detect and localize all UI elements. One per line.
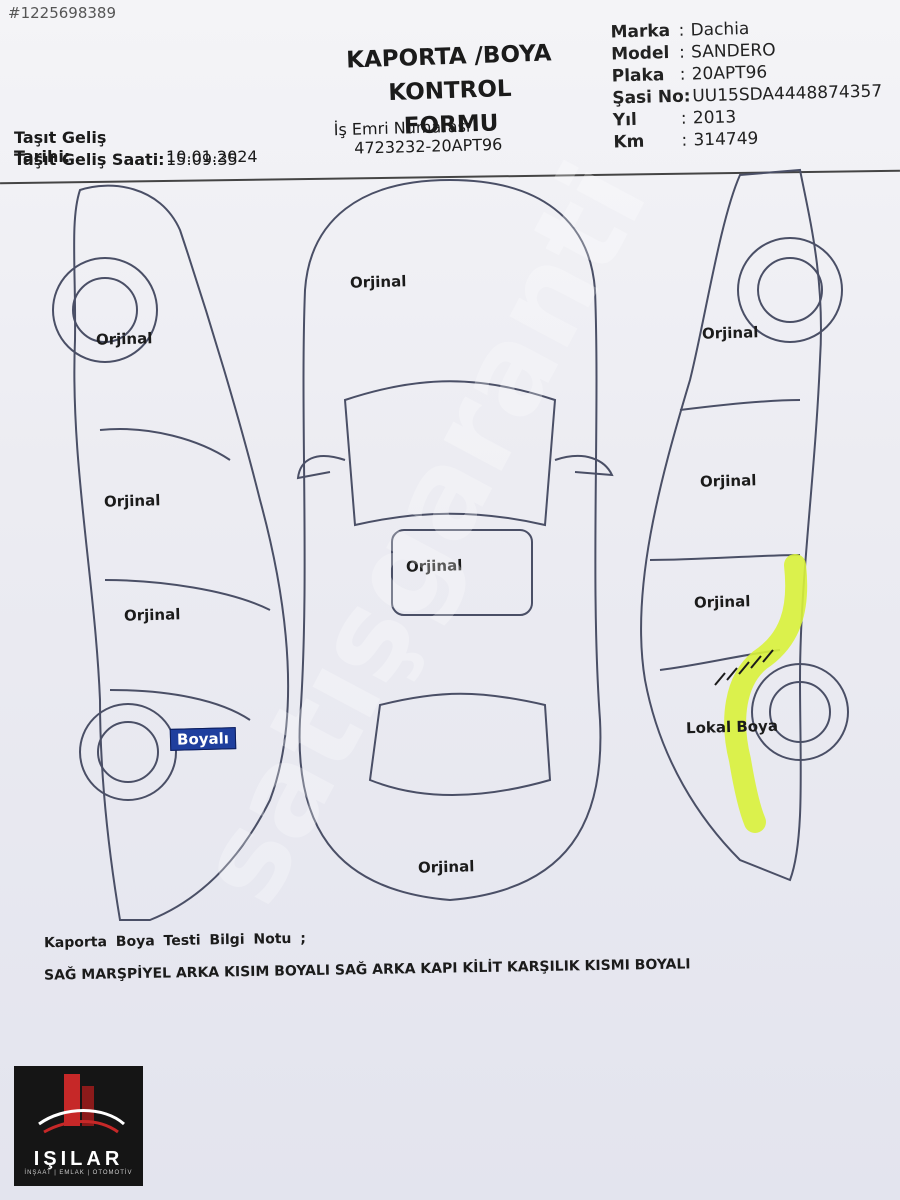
arrival-time: Taşıt Geliş Saati:15:09:35 [14, 150, 238, 169]
local-paint-highlight [724, 554, 808, 833]
vehicle-info: Marka:Dachia Model:SANDERO Plaka:20APT96… [610, 14, 883, 153]
status-left-front-fender: Orjinal [95, 329, 153, 349]
status-left-rear-quarter-badge: Boyalı [169, 727, 237, 751]
note-title: Kaporta Boya Testi Bilgi Notu ; [43, 930, 307, 952]
model-value: SANDERO [690, 40, 776, 63]
logo-building-icon [38, 1074, 126, 1134]
status-right-front-door: Orjinal [699, 471, 757, 491]
logo-name: IŞILAR [33, 1148, 124, 1170]
left-side-car-outline [52, 184, 290, 921]
car-body-diagram [52, 168, 849, 921]
hatch-marks [714, 649, 774, 686]
status-trunk: Orjinal [417, 857, 475, 877]
km-value: 314749 [693, 128, 759, 151]
stock-photo-id: #1225698389 [8, 4, 117, 22]
status-hood: Orjinal [349, 272, 407, 292]
work-order-value: 4723232-20APT96 [354, 134, 503, 158]
status-right-rear-door: Orjinal [693, 592, 751, 612]
plaka-value: 20APT96 [691, 62, 768, 85]
yil-value: 2013 [692, 107, 737, 129]
marka-value: Dachia [690, 18, 750, 41]
dealer-logo: IŞILAR İNŞAAT | EMLAK | OTOMOTİV [14, 1066, 143, 1186]
status-right-front-fender: Orjinal [701, 323, 759, 343]
work-order: İş Emri Numarası 4723232-20APT96 [334, 116, 503, 158]
status-left-front-door: Orjinal [103, 491, 161, 511]
right-side-car-outline [640, 168, 849, 882]
status-right-rear-quarter: Lokal Boya [685, 716, 779, 738]
status-left-rear-door: Orjinal [123, 605, 181, 625]
top-view-car-outline [296, 178, 614, 902]
arrival-date: Taşıt Geliş Tarihi:10.01.2024 [14, 128, 258, 166]
note-text: SAĞ MARŞPİYEL ARKA KISIM BOYALI SAĞ ARKA… [43, 956, 691, 984]
logo-subtitle: İNŞAAT | EMLAK | OTOMOTİV [24, 1170, 133, 1176]
